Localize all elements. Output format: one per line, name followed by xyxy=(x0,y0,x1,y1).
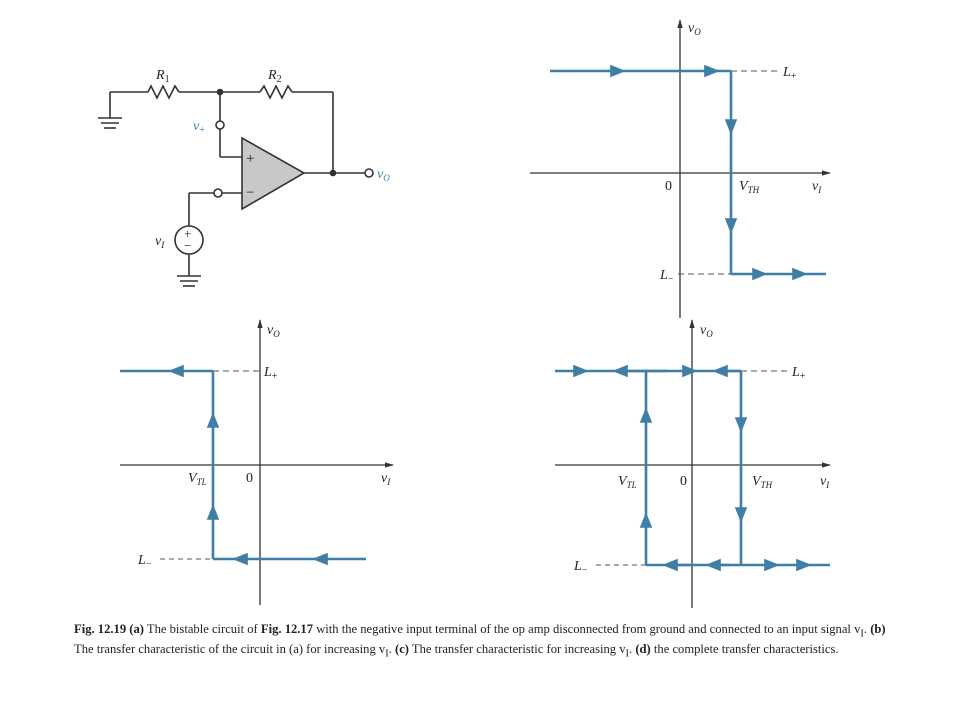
caption-b-tag: (b) xyxy=(870,622,886,636)
caption-d-tag: (d) xyxy=(635,642,651,657)
ground-symbol-left xyxy=(98,92,122,129)
node-junction-output xyxy=(329,169,337,177)
l-minus-label-c: L− xyxy=(137,553,152,570)
origin-b: 0 xyxy=(665,179,672,194)
vplus-terminal xyxy=(215,120,225,130)
resistor-r1 xyxy=(147,84,180,100)
caption-a-text: The bistable circuit of xyxy=(146,622,258,636)
x-label-d: vI xyxy=(820,474,830,490)
caption-c-sub: I xyxy=(625,648,630,660)
trace-d xyxy=(555,364,830,572)
y-label-b: vO xyxy=(688,21,701,37)
circuit-diagram xyxy=(98,84,374,287)
r2-label: R2 xyxy=(267,68,282,85)
vtl-label-d: VTL xyxy=(618,474,637,490)
l-plus-label-c: L+ xyxy=(263,365,278,382)
plus-sign: + xyxy=(246,151,254,167)
y-label-c: vO xyxy=(267,323,280,339)
resistor-r2 xyxy=(259,84,293,100)
graph-c: vO vI 0 VTL L+ L− xyxy=(120,319,394,605)
source-minus: − xyxy=(184,238,191,253)
caption-c-tag: (c) xyxy=(395,642,409,657)
graph-b: vO vI 0 VTH L+ L− xyxy=(530,19,831,318)
l-plus-label-d: L+ xyxy=(791,365,806,382)
origin-d: 0 xyxy=(680,474,687,489)
vth-label-b: VTH xyxy=(739,179,760,195)
l-minus-label-d: L− xyxy=(573,559,588,576)
x-label-b: vI xyxy=(812,179,822,195)
caption-a-text2: with the negative input terminal of the … xyxy=(316,622,861,636)
caption-b-sub: I xyxy=(385,648,389,660)
y-label-d: vO xyxy=(700,323,713,339)
caption-fig-label: Fig. 12.19 xyxy=(74,622,127,636)
vo-label: vO xyxy=(377,167,390,183)
vminus-terminal xyxy=(213,188,223,198)
origin-c: 0 xyxy=(246,471,253,486)
vi-label: vI xyxy=(155,234,165,250)
caption-b-text: The transfer characteristic of the circu… xyxy=(74,642,386,657)
vo-terminal xyxy=(364,168,374,178)
trace-c xyxy=(120,364,366,566)
l-plus-label-b: L+ xyxy=(782,65,797,82)
ground-symbol-bottom xyxy=(177,275,201,287)
caption-c-text: The transfer characteristic for increasi… xyxy=(411,642,626,657)
op-amp xyxy=(241,136,306,211)
vth-label-d: VTH xyxy=(752,474,773,490)
minus-sign: − xyxy=(246,185,254,201)
x-label-c: vI xyxy=(381,471,391,487)
l-minus-label-b: L− xyxy=(659,268,674,285)
source-plus: + xyxy=(184,226,191,241)
caption-d-text: the complete transfer characteristics. xyxy=(653,642,839,657)
r1-label: R1 xyxy=(155,68,170,85)
caption-a-tag: (a) xyxy=(129,622,144,636)
vtl-label-c: VTL xyxy=(188,471,207,487)
caption-a-ref: Fig. 12.17 xyxy=(260,622,314,636)
graph-d: vO vI 0 VTL VTH L+ L− xyxy=(555,319,831,608)
figure-caption: Fig. 12.19 (a) The bistable circuit of F… xyxy=(74,622,886,660)
caption-a-sub: I xyxy=(860,628,864,640)
trace-b xyxy=(550,64,826,281)
vplus-label: v+ xyxy=(193,119,205,136)
